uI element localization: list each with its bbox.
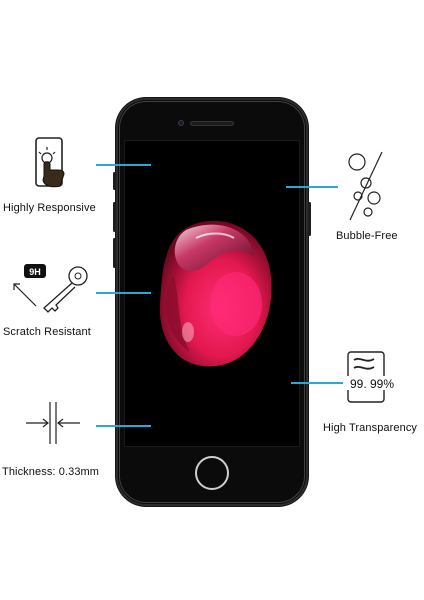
touch-screen-icon	[35, 137, 65, 188]
feature-label-thickness: Thickness: 0.33mm	[2, 466, 100, 478]
transparency-icon: 99. 99%	[346, 351, 400, 403]
earpiece-speaker	[190, 121, 234, 126]
leader-line-scratch	[96, 292, 151, 294]
volume-up-button	[113, 202, 116, 232]
mute-switch	[113, 172, 116, 190]
power-button	[308, 202, 311, 236]
bubbles-icon	[348, 151, 383, 221]
leader-line-bubble	[286, 186, 338, 188]
feature-label-scratch: Scratch Resistant	[3, 326, 91, 338]
leader-line-responsive	[96, 164, 151, 166]
key-scratch-icon: 9H	[13, 264, 88, 313]
hardness-badge-text: 9H	[29, 267, 41, 277]
red-drop-wallpaper	[159, 220, 272, 367]
transparency-value: 99. 99%	[350, 377, 394, 391]
volume-down-button	[113, 238, 116, 268]
thickness-arrows-icon	[26, 402, 80, 444]
feature-label-transparency: High Transparency	[323, 422, 418, 434]
leader-line-thickness	[96, 425, 151, 427]
feature-label-responsive: Highly Responsive	[3, 202, 96, 214]
leader-line-transparency	[291, 382, 343, 384]
front-camera	[178, 120, 184, 126]
feature-label-bubble: Bubble-Free	[336, 230, 398, 242]
home-button	[195, 456, 229, 490]
